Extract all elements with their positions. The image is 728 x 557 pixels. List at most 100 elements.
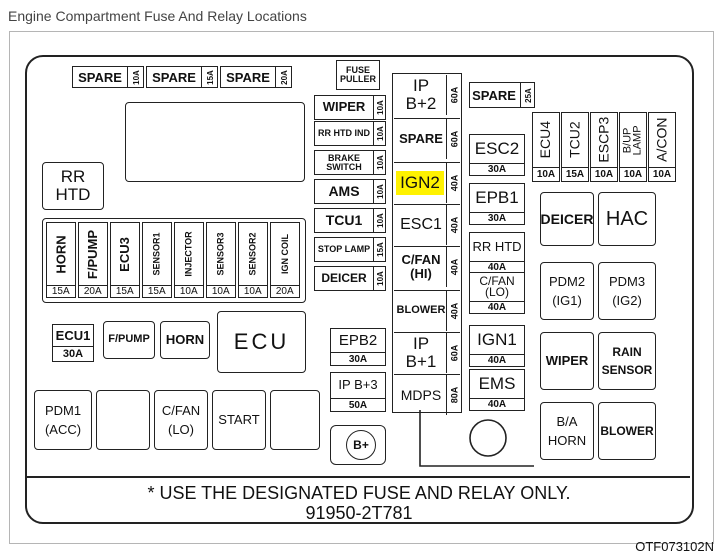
fuse-amp: 10A	[620, 167, 646, 182]
blower-relay: BLOWER	[598, 402, 656, 460]
fuse-label: IP B+1	[405, 334, 437, 371]
fuse-amp-wrap: 10A	[373, 180, 386, 203]
col3-fuse: BRAKE SWITCH 10A	[314, 150, 386, 175]
fuse-amp: 80A	[449, 386, 460, 404]
col4-fuse: C/FAN (HI) 40A	[394, 246, 461, 287]
fuse-label: EMS	[478, 373, 516, 393]
fuse-amp: 10A	[127, 67, 144, 87]
fuse-amp-wrap: 40A	[446, 247, 461, 287]
spare-fuse-20a: SPARE 20A	[220, 66, 292, 88]
mini-fuse-label: SENSOR1	[151, 232, 162, 276]
fuse-amp: 25A	[520, 83, 535, 107]
figure-id: OTF073102N	[635, 539, 714, 554]
fuse-amp: 40A	[470, 261, 524, 274]
spare-fuse-10a: SPARE 10A	[72, 66, 144, 88]
fuse-label: RR HTD IND	[318, 128, 370, 139]
relay-label-line1: C/FAN	[161, 402, 201, 418]
ecu-relay: ECU	[217, 311, 306, 373]
blank-slot	[96, 390, 150, 450]
page-title: Engine Compartment Fuse And Relay Locati…	[8, 8, 307, 24]
fuse-label: IP B+2	[405, 76, 437, 113]
fuse-label: B/UP LAMP	[621, 125, 644, 155]
fuse-amp: 30A	[470, 163, 524, 176]
fuse-amp-wrap: 10A	[373, 151, 386, 174]
mini-fuse-label-wrap: SENSOR3	[207, 223, 235, 285]
part-number: 91950-2T781	[305, 503, 413, 523]
fuse-amp-wrap: 60A	[446, 75, 461, 115]
fuse-label: BLOWER	[396, 304, 446, 317]
fuse-amp-wrap: 10A	[373, 209, 386, 232]
mini-fuse: SENSOR1 15A	[142, 222, 172, 298]
mini-fuse-label: INJECTOR	[183, 231, 194, 277]
fuse-label: IP B+3	[338, 377, 378, 392]
fuse-label: IGN2	[396, 171, 444, 195]
fuse-label-wrap: ECU4	[533, 113, 559, 167]
relay-label-line2: (LO)	[168, 422, 194, 437]
fuse-label: SPARE	[226, 70, 270, 85]
fuse-amp: 10A	[375, 184, 385, 199]
col4-fuse: MDPS 80A	[394, 374, 460, 415]
blank-slot	[270, 390, 320, 450]
relay-label-line2: SENSOR	[601, 363, 653, 377]
start-relay: START	[212, 390, 266, 450]
fuse-label: SPARE	[399, 131, 443, 147]
relay-label-line2: (ACC)	[44, 422, 82, 437]
column-4-frame	[392, 73, 462, 413]
fuse-label: C/FAN (HI)	[401, 252, 441, 281]
ground-bolt-bracket	[419, 410, 534, 467]
rr-htd-relay: RR HTD	[42, 162, 104, 210]
blank-slot	[125, 102, 305, 182]
fuse-amp: 40A	[470, 301, 524, 314]
relay-label-line2: (IG1)	[552, 293, 582, 308]
fuse-amp: 40A	[470, 398, 524, 411]
relay-label-line2: HTD	[55, 185, 91, 204]
fuse-label: ESCP3	[595, 117, 612, 163]
mini-fuse-label: IGN COIL	[279, 234, 290, 274]
fuse-amp: 10A	[649, 167, 675, 182]
col3-fuse: AMS 10A	[314, 179, 386, 204]
fuse-amp: 15A	[375, 242, 385, 257]
rain-sensor-relay: RAIN SENSOR	[598, 332, 656, 390]
fuse-label: EPB2	[338, 332, 378, 349]
fuse-label: MDPS	[400, 386, 442, 403]
mini-fuse-label: SENSOR2	[247, 232, 258, 276]
pdm1-relay: PDM1 (ACC)	[34, 390, 92, 450]
fuse-label: BRAKE SWITCH	[326, 152, 362, 172]
fuse-amp-wrap: 10A	[373, 122, 386, 145]
fuse-amp: 40A	[449, 216, 460, 234]
fuse-label: A/CON	[653, 117, 670, 163]
fuse-label: AMS	[328, 182, 360, 199]
fuse-label: SPARE	[152, 70, 196, 85]
battery-terminal: B+	[346, 430, 376, 460]
fuse-label: ESC1	[400, 215, 442, 233]
puller-label-line1: FUSE	[345, 64, 370, 75]
fuse-amp: 10A	[533, 167, 559, 182]
fuse-amp: 40A	[449, 258, 460, 276]
pdm3-relay: PDM3 (IG2)	[598, 262, 656, 320]
fuse-amp-wrap: 40A	[446, 163, 461, 203]
fuse-amp: 15A	[201, 67, 218, 87]
cfan-lo-relay: C/FAN (LO)	[154, 390, 208, 450]
fuse-amp: 40A	[470, 354, 524, 367]
mini-fuse-label-wrap: SENSOR2	[239, 223, 267, 285]
fuse-amp: 10A	[375, 126, 385, 141]
fuse-label: ECU1	[55, 328, 91, 343]
deicer-relay: DEICER	[540, 192, 594, 246]
spare-25a-fuse: SPARE 25A	[469, 82, 535, 108]
mini-fuse-amp: 10A	[175, 285, 203, 298]
fuse-amp: 10A	[375, 155, 385, 170]
wiper-relay: WIPER	[540, 332, 594, 390]
fuse-amp-wrap: 60A	[446, 119, 461, 159]
fuse-amp: 10A	[591, 167, 617, 182]
fuse-label-wrap: ESCP3	[591, 113, 617, 167]
fuse-amp: 60A	[449, 344, 460, 362]
mini-fuse-amp: 15A	[143, 285, 171, 298]
